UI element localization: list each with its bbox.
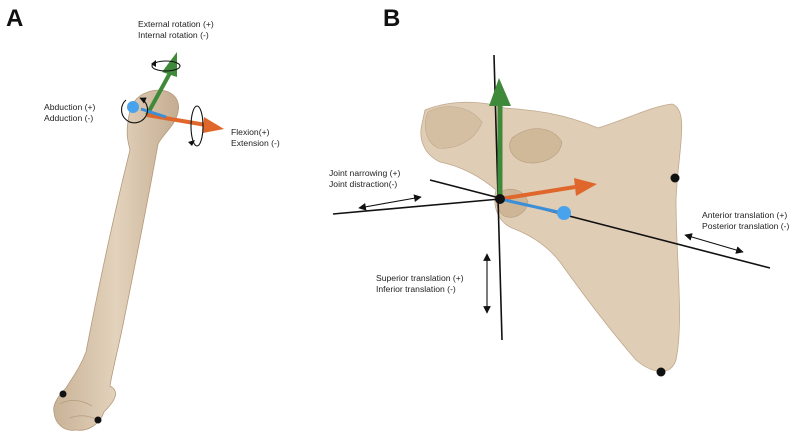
joint-narrowing-text: Joint narrowing (+)	[329, 168, 401, 178]
external-rotation-text: External rotation (+)	[138, 19, 214, 29]
joint-narrowing-arrow	[358, 194, 422, 211]
abduction-adduction-arrow	[121, 97, 149, 124]
posterior-translation-text: Posterior translation (-)	[702, 221, 790, 231]
landmark-dot	[94, 416, 102, 424]
flexion-label: Flexion(+) Extension (-)	[231, 127, 280, 149]
humerus-bone	[53, 89, 179, 431]
flexion-text: Flexion(+)	[231, 127, 270, 137]
joint-distraction-text: Joint distraction(-)	[329, 179, 398, 189]
joint-narrowing-label: Joint narrowing (+) Joint distraction(-)	[329, 168, 400, 190]
extension-text: Extension (-)	[231, 138, 280, 148]
panel-a-letter: A	[6, 5, 24, 32]
superior-translation-text: Superior translation (+)	[376, 273, 464, 283]
scapula-bone	[420, 101, 683, 372]
abduction-label: Abduction (+) Adduction (-)	[44, 102, 95, 124]
landmark-dot	[59, 390, 67, 398]
flexion-extension-arrow	[188, 105, 204, 147]
superior-translation-label: Superior translation (+) Inferior transl…	[376, 273, 464, 295]
glenoid-coordinate-axes	[332, 54, 771, 341]
abduction-text: Abduction (+)	[44, 102, 96, 112]
inferior-translation-text: Inferior translation (-)	[376, 284, 456, 294]
landmark-dot	[656, 367, 666, 377]
anterior-translation-label: Anterior translation (+) Posterior trans…	[702, 210, 789, 232]
anterior-translation-text: Anterior translation (+)	[702, 210, 788, 220]
external-internal-rotation-arrow	[151, 60, 181, 72]
rotation-label: External rotation (+) Internal rotation …	[138, 19, 214, 41]
internal-rotation-text: Internal rotation (-)	[138, 30, 209, 40]
adduction-text: Adduction (-)	[44, 113, 94, 123]
anterior-posterior-arrow	[684, 233, 744, 254]
panel-b-letter: B	[383, 5, 401, 32]
landmark-dot	[670, 173, 680, 183]
